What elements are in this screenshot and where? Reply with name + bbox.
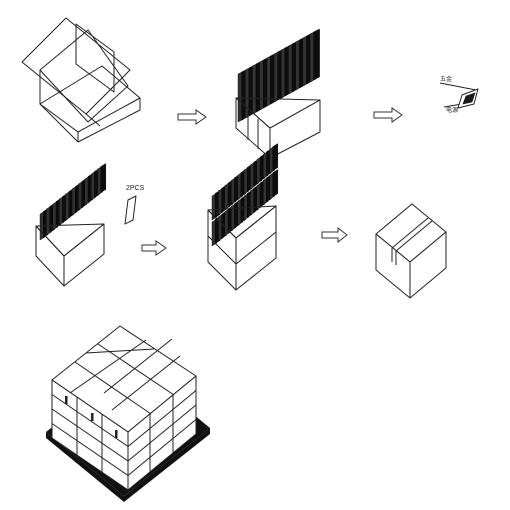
panel-sheet — [272, 169, 278, 197]
packed-panels-icon — [235, 28, 321, 159]
open-box-icon — [21, 17, 141, 143]
stacked-layers-icon — [207, 143, 278, 291]
arrow-right-icon — [373, 107, 403, 123]
arrow-right-icon — [141, 240, 167, 256]
tape-mark — [115, 430, 118, 438]
label-top: 五金 — [440, 75, 452, 83]
tape-mark — [65, 396, 68, 404]
panel-sheet — [272, 143, 278, 171]
pallet-stack-icon — [46, 325, 210, 502]
qty-label: 2PCS — [126, 185, 145, 192]
tape-mark — [91, 413, 94, 421]
panel-sheet — [313, 28, 320, 81]
sealed-box-icon — [375, 203, 447, 299]
tray-layer-icon — [35, 163, 107, 287]
panel-sheet — [100, 163, 107, 193]
protective-sheet-icon: 2PCS — [124, 185, 145, 225]
arrow-right-icon — [321, 226, 348, 244]
label-bottom: 电源 — [446, 106, 458, 114]
accessory-bag-icon: 五金 电源 — [439, 75, 479, 114]
arrow-right-icon — [177, 109, 207, 125]
